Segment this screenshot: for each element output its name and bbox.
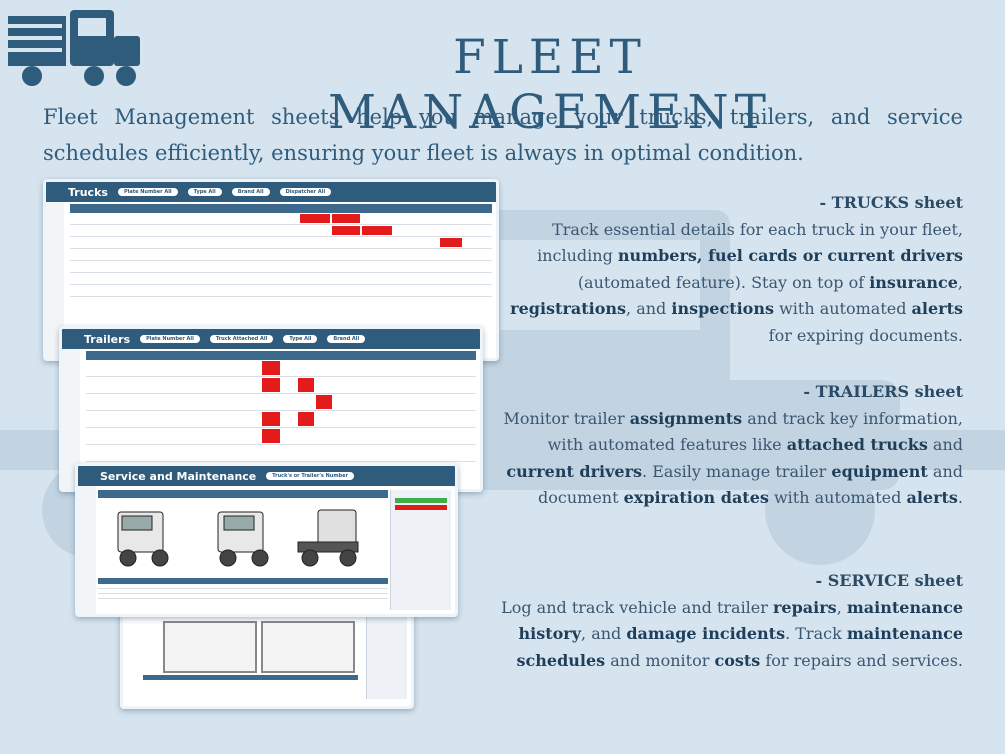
sheet-header: Trucks Plate Number All Type All Brand A… — [46, 182, 496, 202]
table-row — [70, 249, 492, 261]
table-row — [70, 285, 492, 297]
bold-text: alerts — [911, 299, 963, 318]
table-row — [86, 445, 476, 462]
filter-chip[interactable]: Type All — [187, 188, 222, 196]
sheet-header: Trailers Plate Number All Truck Attached… — [62, 329, 480, 349]
text: and monitor — [605, 650, 715, 670]
intro-text: Fleet Management sheets help you manage … — [43, 105, 963, 165]
bold-text: assignments — [629, 408, 743, 428]
bold-text: insurance — [869, 272, 958, 292]
filter-chip[interactable]: Plate Number All — [140, 335, 200, 343]
truck-logo-icon — [2, 10, 140, 86]
section-heading: - SERVICE sheet — [815, 571, 963, 590]
text: and document — [538, 461, 963, 508]
bold-text: inspections — [671, 299, 774, 318]
table-header — [86, 351, 476, 360]
sheet-title: Service and Maintenance — [100, 469, 257, 483]
bold-text: attached trucks — [786, 435, 928, 454]
bold-text: alerts — [906, 488, 958, 507]
trucks-section: - TRUCKS sheet Track essential details f… — [493, 190, 963, 349]
text: and track key information, with automate… — [547, 408, 963, 455]
text: , and — [626, 299, 672, 318]
text: Monitor trailer — [503, 408, 630, 428]
text: , — [836, 597, 847, 617]
trailers-section: - TRAILERS sheet Monitor trailer assignm… — [493, 379, 963, 512]
table-row — [86, 411, 476, 428]
text: for expiring documents. — [768, 325, 963, 345]
table-row — [86, 428, 476, 445]
text: with automated — [773, 299, 912, 318]
bold-text: costs — [714, 650, 761, 670]
bold-text: expiration dates — [623, 488, 769, 507]
table-row — [86, 394, 476, 411]
filter-chip[interactable]: Plate Number All — [117, 188, 178, 196]
text: Log and track vehicle and trailer — [501, 597, 773, 617]
section-heading: - TRAILERS sheet — [803, 382, 963, 401]
page-title: FLEET MANAGEMENT — [328, 30, 772, 140]
bold-text: repairs — [773, 597, 837, 617]
section-heading: - TRUCKS sheet — [819, 193, 963, 212]
filter-chip[interactable]: Truck's or Trailer's Number — [266, 472, 354, 480]
sheet-title: Trucks — [68, 185, 108, 199]
filter-chip[interactable]: Truck Attached All — [209, 335, 274, 343]
table-header — [70, 204, 492, 213]
table-row — [70, 225, 492, 237]
bold-text: maintenance schedules — [516, 624, 963, 670]
table-row — [70, 213, 492, 225]
text: with automated — [768, 488, 907, 507]
sheet-sidebar — [62, 349, 80, 489]
text: , and — [581, 624, 627, 643]
bold-text: registrations — [510, 299, 627, 318]
table-row — [70, 261, 492, 273]
service-sheet-preview: Service and Maintenance Truck's or Trail… — [75, 463, 458, 617]
sheet-sidebar — [46, 202, 64, 358]
bold-text: maintenance history — [518, 597, 964, 644]
text: and — [927, 435, 963, 454]
text: for repairs and services. — [760, 650, 963, 670]
bold-text: current drivers — [506, 461, 643, 481]
section-body: Monitor trailer assignments and track ke… — [493, 406, 963, 512]
bold-text: damage incidents — [626, 624, 786, 643]
text: . Track — [785, 624, 847, 643]
text: , — [957, 272, 963, 292]
table-row — [70, 273, 492, 285]
service-section: - SERVICE sheet Log and track vehicle an… — [493, 568, 963, 674]
bold-text: numbers, fuel cards or current drivers — [617, 246, 963, 265]
sheet-sidebar — [78, 486, 96, 614]
filter-chip[interactable]: Brand All — [231, 188, 270, 196]
table-row — [86, 377, 476, 394]
table-row — [70, 237, 492, 249]
section-body: Log and track vehicle and trailer repair… — [493, 595, 963, 675]
text: Track essential details for each truck i… — [537, 219, 963, 266]
table-row — [86, 360, 476, 377]
service-content — [98, 490, 451, 610]
filter-chip[interactable]: Brand All — [327, 335, 366, 343]
bold-text: equipment — [831, 461, 928, 481]
text: . Easily manage trailer — [642, 461, 832, 481]
filter-chip[interactable]: Dispatcher All — [279, 188, 332, 196]
filter-chip[interactable]: Type All — [283, 335, 318, 343]
truck-illustration-icon — [117, 509, 359, 567]
text: (automated feature). Stay on top of — [577, 272, 870, 292]
sheet-header: Service and Maintenance Truck's or Trail… — [78, 466, 455, 486]
sheet-title: Trailers — [84, 332, 131, 346]
section-body: Track essential details for each truck i… — [493, 217, 963, 350]
service-sheet-preview-secondary — [120, 600, 414, 709]
text: . — [957, 488, 963, 507]
